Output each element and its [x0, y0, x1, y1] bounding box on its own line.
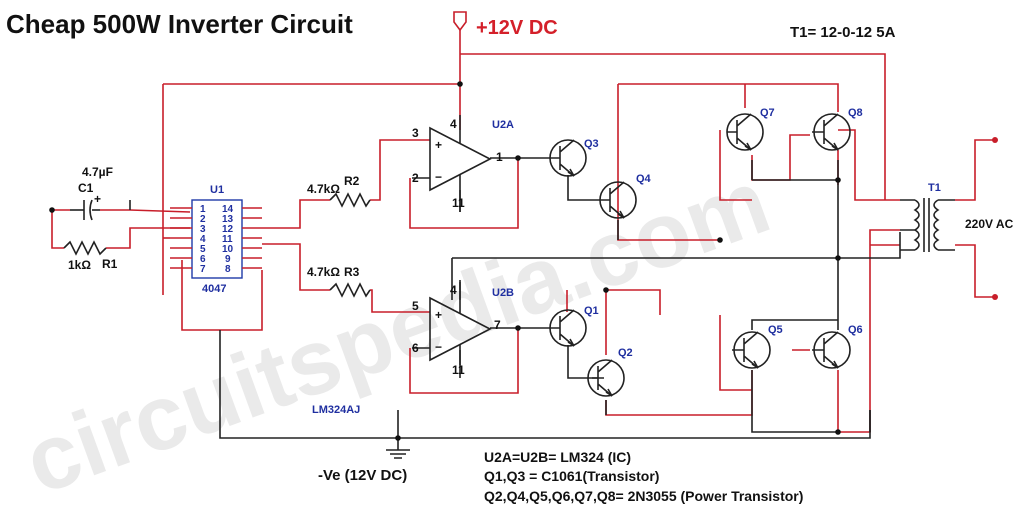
- svg-text:14: 14: [222, 204, 234, 215]
- ground-symbol: -Ve (12V DC): [318, 449, 410, 484]
- svg-text:Q6: Q6: [848, 324, 863, 336]
- svg-text:Q8: Q8: [848, 107, 863, 119]
- transistor-q3: Q3: [548, 138, 599, 177]
- u2a-name: U2A: [492, 119, 514, 131]
- svg-text:2: 2: [200, 214, 206, 225]
- r3-name: R3: [344, 265, 360, 279]
- u2b-pin-minus: 6: [412, 341, 419, 355]
- svg-text:5: 5: [200, 244, 206, 255]
- svg-text:Q4: Q4: [636, 173, 652, 185]
- u2a-pin-vcc: 4: [450, 117, 457, 131]
- positive-rail-wires: [51, 30, 995, 433]
- resistor-r1: 1kΩ R1: [63, 240, 118, 272]
- opamp-part: LM324AJ: [312, 404, 360, 416]
- resistor-r2: 4.7kΩ R2: [307, 174, 371, 208]
- transistor-q2: Q2: [587, 347, 633, 397]
- svg-text:Q1: Q1: [584, 305, 599, 317]
- svg-text:Q3: Q3: [584, 138, 599, 150]
- u2a-pin-minus: 2: [412, 171, 419, 185]
- transformer-t1: T1 220V AC: [900, 137, 1014, 300]
- r1-name: R1: [102, 257, 118, 271]
- output-label: 220V AC: [965, 217, 1014, 231]
- svg-text:3: 3: [200, 224, 206, 235]
- u2b-pin-out: 7: [494, 318, 501, 332]
- c1-plus: +: [94, 192, 101, 206]
- svg-text:9: 9: [225, 254, 231, 265]
- u1-right-pin-labels: 14 13 12 11 10 9 8: [222, 204, 234, 275]
- transistor-q5: Q5: [732, 324, 783, 369]
- svg-text:13: 13: [222, 214, 234, 225]
- u2a-pin-out: 1: [496, 150, 503, 164]
- r2-name: R2: [344, 174, 360, 188]
- svg-text:−: −: [435, 340, 442, 354]
- svg-text:10: 10: [222, 244, 234, 255]
- u2a-pin-gnd: 11: [452, 196, 465, 210]
- u2b-pin-vcc: 4: [450, 283, 457, 297]
- resistor-r3: 4.7kΩ R3: [307, 265, 371, 298]
- opamp-u2a: + − 4 3 2 1 11 U2A: [412, 115, 514, 212]
- note-power-transistors: Q2,Q4,Q5,Q6,Q7,Q8= 2N3055 (Power Transis…: [484, 488, 803, 504]
- note-driver-transistors: Q1,Q3 = C1061(Transistor): [484, 468, 659, 484]
- r3-value: 4.7kΩ: [307, 265, 340, 279]
- svg-text:7: 7: [200, 264, 206, 275]
- u1-part: 4047: [202, 283, 226, 295]
- u1-left-pin-labels: 1 2 3 4 5 6 7: [200, 204, 206, 275]
- note-opamp: U2A=U2B= LM324 (IC): [484, 449, 631, 465]
- transistor-q1: Q1: [548, 305, 599, 347]
- u2b-pin-plus: 5: [412, 299, 419, 313]
- c1-value: 4.7µF: [82, 165, 113, 179]
- supply-positive-label: +12V DC: [476, 17, 558, 39]
- u1-name: U1: [210, 184, 224, 196]
- page-title: Cheap 500W Inverter Circuit: [6, 9, 353, 39]
- svg-text:12: 12: [222, 224, 234, 235]
- svg-text:Q2: Q2: [618, 347, 633, 359]
- junction-dots: [49, 81, 841, 441]
- svg-text:−: −: [435, 170, 442, 184]
- r2-value: 4.7kΩ: [307, 182, 340, 196]
- u2b-name: U2B: [492, 287, 514, 299]
- u2a-pin-plus: 3: [412, 126, 419, 140]
- svg-text:8: 8: [225, 264, 231, 275]
- svg-text:+: +: [435, 138, 442, 152]
- svg-text:+: +: [435, 308, 442, 322]
- u2b-pin-gnd: 11: [452, 363, 465, 377]
- supply-negative-label: -Ve (12V DC): [318, 467, 407, 484]
- transistor-q4: Q4: [599, 173, 652, 219]
- transistor-q6: Q6: [812, 324, 863, 369]
- svg-text:Q7: Q7: [760, 107, 775, 119]
- component-notes: U2A=U2B= LM324 (IC) Q1,Q3 = C1061(Transi…: [484, 449, 803, 504]
- transformer-spec: T1= 12-0-12 5A: [790, 24, 896, 41]
- opamp-u2b: + − 4 5 6 7 11 U2B LM324AJ: [312, 282, 514, 416]
- c1-name: C1: [78, 181, 94, 195]
- t1-name: T1: [928, 182, 941, 194]
- watermark: circuitspedia.com: [12, 150, 782, 513]
- svg-text:11: 11: [222, 234, 233, 245]
- supply-terminal-symbol: [453, 11, 467, 32]
- capacitor-c1: + 4.7µF C1: [70, 165, 113, 221]
- svg-text:6: 6: [200, 254, 206, 265]
- transistor-q7: Q7: [726, 107, 775, 151]
- transistor-q8: Q8: [812, 107, 863, 151]
- ic-u1-4047: U1 1 2 3 4 5 6 7 14 13 12 11 10 9 8 4047: [163, 184, 262, 295]
- r1-value: 1kΩ: [68, 258, 91, 272]
- svg-text:4: 4: [200, 234, 206, 245]
- svg-text:Q5: Q5: [768, 324, 783, 336]
- svg-text:1: 1: [200, 204, 206, 215]
